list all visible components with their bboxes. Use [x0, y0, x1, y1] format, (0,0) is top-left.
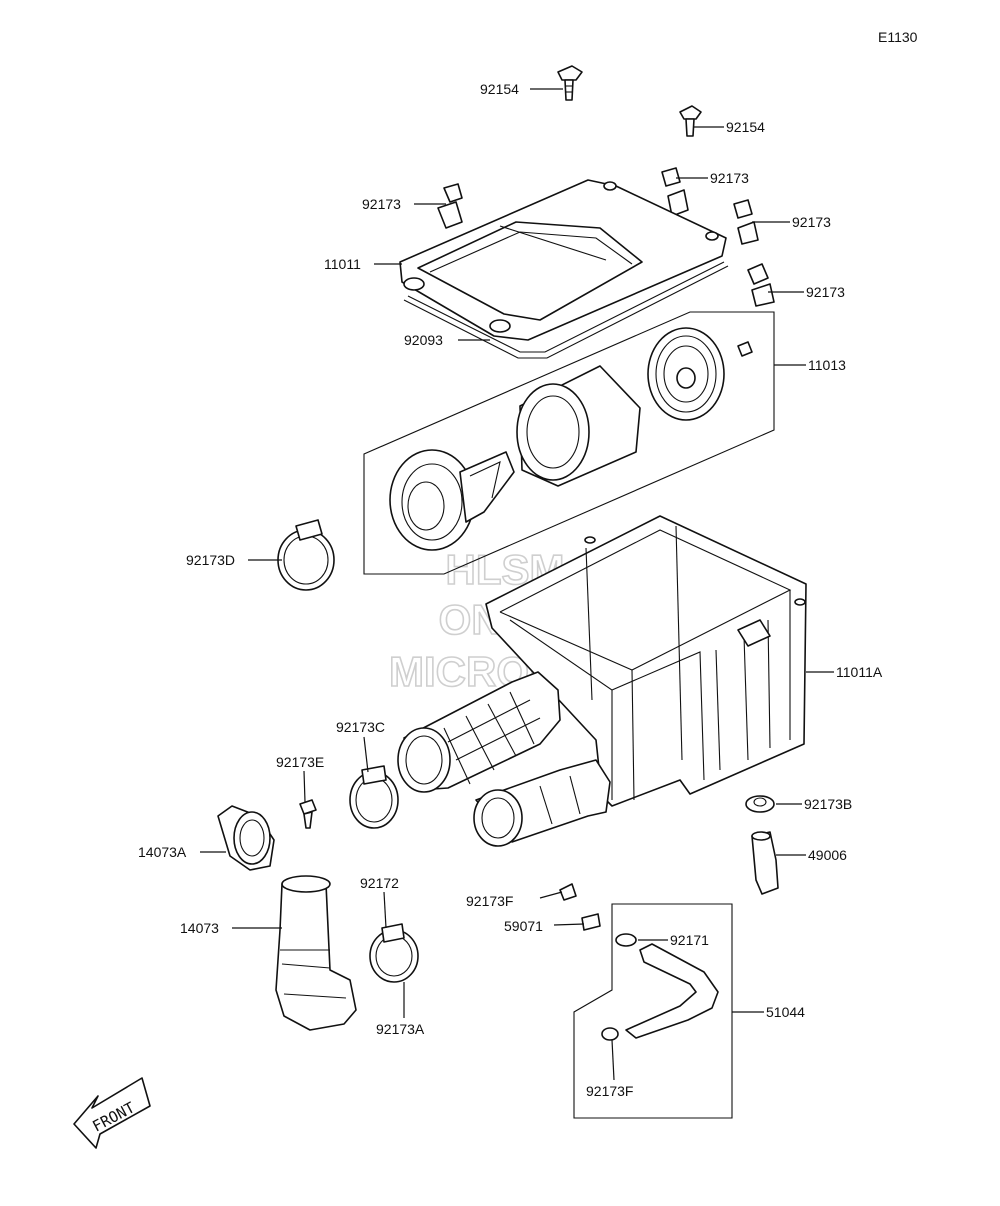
screw-92154-right[interactable]	[679, 105, 702, 137]
element-assembly-11013[interactable]	[363, 311, 775, 575]
cap-92173B[interactable]	[745, 795, 775, 813]
label-92173F-bottom: 92173F	[586, 1083, 633, 1099]
label-11011: 11011	[324, 256, 361, 272]
label-92173-2: 92173	[792, 214, 831, 230]
clip-92173-1[interactable]	[661, 167, 689, 217]
clamp-92172[interactable]	[369, 923, 419, 983]
label-92173-left: 92173	[362, 196, 401, 212]
gasket-92093[interactable]	[403, 261, 729, 359]
clamp-92173C[interactable]	[349, 765, 399, 829]
label-49006: 49006	[808, 847, 847, 863]
diagram-code: E1130	[878, 29, 918, 45]
duct-14073A[interactable]	[217, 805, 275, 871]
label-92171: 92171	[670, 932, 709, 948]
label-11011A: 11011A	[836, 664, 883, 680]
clip-92173-left[interactable]	[437, 183, 463, 229]
part-labels: 92154 92154 92173 92173 92173 92173 1101…	[138, 81, 883, 1099]
label-14073: 14073	[180, 920, 219, 936]
leader-lines	[200, 88, 834, 1081]
label-92093: 92093	[404, 332, 443, 348]
clip-92173-3[interactable]	[747, 263, 775, 307]
watermark-line1: HLSM	[446, 546, 565, 593]
clamp-92173D[interactable]	[277, 519, 335, 591]
label-92173D: 92173D	[186, 552, 235, 568]
intake-duct-lower[interactable]	[473, 759, 611, 847]
drain-59071[interactable]	[581, 913, 601, 931]
label-92154-top: 92154	[480, 81, 519, 97]
duct-14073[interactable]	[275, 875, 357, 1031]
air-cleaner-cover-11011[interactable]	[399, 179, 727, 341]
label-59071: 59071	[504, 918, 543, 934]
screw-92173E[interactable]	[299, 799, 317, 829]
label-92173-1: 92173	[710, 170, 749, 186]
label-51044: 51044	[766, 1004, 805, 1020]
label-11013: 11013	[808, 357, 846, 373]
air-cleaner-case-11011A[interactable]	[485, 515, 807, 807]
front-arrow: FRONT	[73, 1077, 151, 1149]
intake-duct-upper[interactable]	[397, 671, 561, 793]
label-92173C: 92173C	[336, 719, 385, 735]
hose-kit-51044[interactable]	[573, 903, 733, 1119]
label-14073A: 14073A	[138, 844, 187, 860]
clip-92173F-top[interactable]	[559, 883, 577, 901]
label-92154-right: 92154	[726, 119, 765, 135]
screw-92154-top[interactable]	[557, 65, 583, 101]
label-92173B: 92173B	[804, 796, 852, 812]
plug-49006[interactable]	[751, 831, 779, 895]
label-92172: 92172	[360, 875, 399, 891]
clip-92173-2[interactable]	[733, 199, 759, 245]
label-92173A: 92173A	[376, 1021, 425, 1037]
label-92173E: 92173E	[276, 754, 324, 770]
label-92173-3: 92173	[806, 284, 845, 300]
label-92173F-top: 92173F	[466, 893, 513, 909]
